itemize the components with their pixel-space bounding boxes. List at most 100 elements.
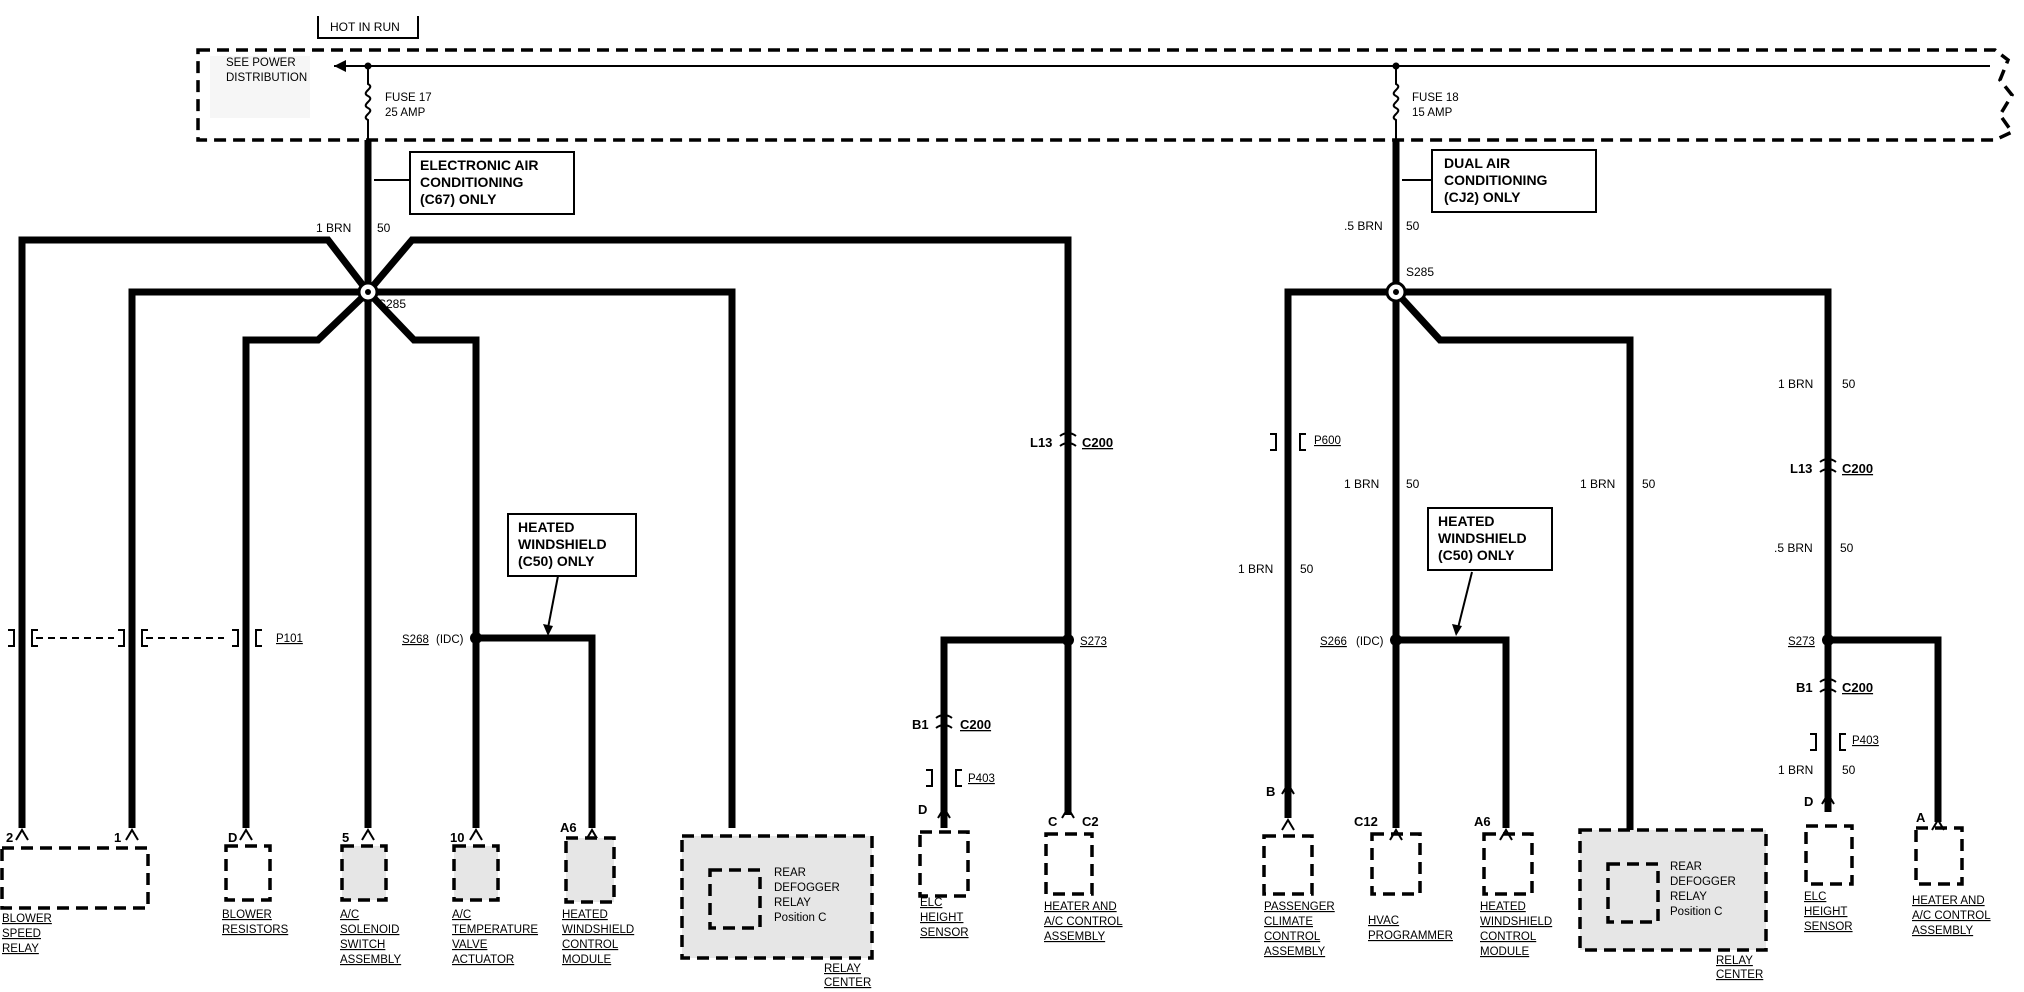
wire-to-ws-right [1396, 636, 1510, 828]
left-s285-center [365, 289, 371, 295]
fuse-17-symbol [364, 66, 372, 140]
fuse-block-outline [196, 48, 2015, 142]
fuse-18-symbol [1392, 66, 1400, 140]
right-s285-center [1393, 289, 1399, 295]
p403-right-label: P403 [1852, 735, 1879, 747]
left-main-circuit: 50 [377, 221, 391, 235]
left-main-size: 1 BRN [316, 221, 351, 235]
ws-right-line4: MODULE [1480, 946, 1530, 958]
p600-symbol [1270, 433, 1306, 451]
ac-temp-line1: A/C [452, 909, 471, 921]
wire-to-ws-left [476, 634, 596, 828]
hac-left-line2: A/C CONTROL [1044, 916, 1123, 928]
ac-solenoid-line2: SOLENOID [340, 924, 399, 936]
elc-left-line2: HEIGHT [920, 912, 963, 924]
fuse-18-label: FUSE 18 [1412, 92, 1459, 104]
defogger-relay-left-box [708, 868, 762, 930]
b1-left-label: B1 [912, 717, 929, 732]
note-pointer-ws-left [547, 575, 559, 629]
left-idc-label: (IDC) [436, 634, 464, 646]
note-heated-ws-right [1427, 507, 1553, 571]
pin-solenoid: 5 [342, 830, 349, 845]
wire-to-hac-left [365, 236, 1072, 815]
defogger-relay-right-box [1606, 862, 1660, 924]
wire-to-hac-right-branch [1828, 636, 1942, 822]
fuse-17-label: FUSE 17 [385, 92, 432, 104]
c200-b1-right-label: C200 [1842, 680, 1873, 695]
hvac-line1: HVAC [1368, 915, 1399, 927]
passenger-climate-box [1262, 834, 1314, 896]
pin-resistors: D [228, 830, 237, 845]
pin-ws-right: A6 [1474, 814, 1491, 829]
defogger-left-line4: Position C [774, 912, 826, 924]
right-s266-label: S266 [1320, 636, 1347, 648]
note-electronic-ac [409, 151, 575, 215]
elc-left-box [918, 830, 970, 898]
p403-left-label: P403 [968, 773, 995, 785]
defogger-left-line2: DEFOGGER [774, 882, 840, 894]
p600-label: P600 [1314, 435, 1341, 447]
defogger-left-line1: REAR [774, 867, 806, 879]
arrow-down-icon [543, 624, 553, 636]
r-branch-b-size: 1 BRN [1344, 477, 1379, 491]
wire-to-blower-2 [18, 236, 371, 828]
note-ws-right-line1: HEATED [1438, 513, 1495, 529]
right-s285-label: S285 [1406, 265, 1434, 279]
note-electronic-line1: ELECTRONIC AIR [420, 157, 538, 173]
blower-relay-box [0, 846, 150, 910]
blower-relay-line2: SPEED [2, 928, 41, 940]
l13-left-label: L13 [1030, 435, 1052, 450]
note-ws-right-line2: WINDSHIELD [1438, 530, 1527, 546]
r-branch-d-size: 1 BRN [1238, 562, 1273, 576]
ac-temp-box [452, 844, 500, 902]
pin-ws-left: A6 [560, 820, 577, 835]
relay-center-right-line1: RELAY [1716, 955, 1753, 967]
ac-temp-line3: VALVE [452, 939, 488, 951]
ws-right-line3: CONTROL [1480, 931, 1537, 943]
ac-temp-line2: TEMPERATURE [452, 924, 538, 936]
wire-to-blower-1 [128, 288, 368, 828]
hot-in-run-box [317, 16, 419, 39]
note-ws-left-line1: HEATED [518, 519, 575, 535]
left-circuit: 1 BRN 50 ELECTRONIC AIR CONDITIONING (C6… [0, 140, 1123, 989]
l13-c200-right-symbol [1819, 458, 1837, 473]
r-branch-c-size: 1 BRN [1580, 477, 1615, 491]
hac-right-line2: A/C CONTROL [1912, 910, 1991, 922]
hac-right-box [1914, 826, 1964, 886]
ac-solenoid-line1: A/C [340, 909, 359, 921]
blower-resistors-box [224, 844, 272, 902]
pin-c2-label: C2 [1082, 814, 1099, 829]
elc-right-box [1804, 824, 1854, 886]
right-idc-label: (IDC) [1356, 636, 1384, 648]
wire-to-relay-center-left [368, 288, 736, 828]
r-branch-b-circuit: 50 [1406, 477, 1420, 491]
relay-center-left-line2: CENTER [824, 977, 871, 989]
b1-c200-right-symbol [1819, 678, 1837, 693]
defogger-right-line1: REAR [1670, 861, 1702, 873]
pass-climate-line4: ASSEMBLY [1264, 946, 1325, 958]
blower-resistors-line2: RESISTORS [222, 924, 289, 936]
note-dual-line3: (CJ2) ONLY [1444, 189, 1521, 205]
pin-passenger-climate: B [1266, 784, 1275, 799]
note-electronic-line3: (C67) ONLY [420, 191, 497, 207]
left-s285-label: S285 [378, 297, 406, 311]
defogger-left-line3: RELAY [774, 897, 811, 909]
elc-left-line1: ELC [920, 897, 942, 909]
p101-label: P101 [276, 633, 303, 645]
arrow-left-icon [334, 60, 346, 72]
note-pointer-ws-right [1457, 571, 1473, 629]
fuse-17-amp: 25 AMP [385, 107, 426, 119]
relay-center-left-line1: RELAY [824, 963, 861, 975]
ws-left-line1: HEATED [562, 909, 608, 921]
r-branch-d-circuit: 50 [1300, 562, 1314, 576]
left-s273-label: S273 [1080, 636, 1107, 648]
r-branch-f-circuit: 50 [1842, 763, 1856, 777]
relay-center-left-stipple [682, 836, 872, 958]
r-branch-a-circuit: 50 [1842, 377, 1856, 391]
ws-left-stipple [566, 838, 614, 902]
hac-left-line1: HEATER AND [1044, 901, 1117, 913]
blower-relay-line1: BLOWER [2, 913, 52, 925]
ws-module-left-box [564, 836, 616, 904]
wire-to-resistors [242, 289, 371, 828]
